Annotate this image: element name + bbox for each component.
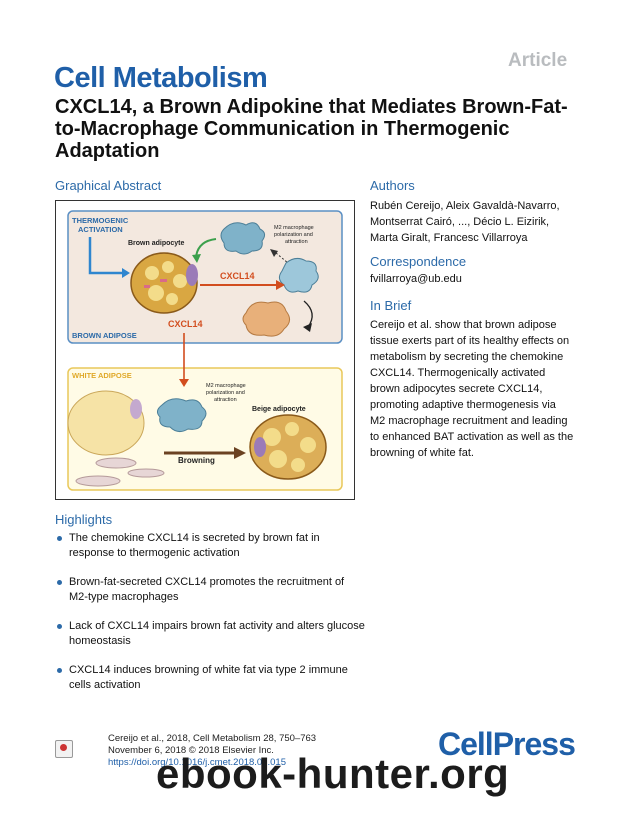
m2-bottom-label-3: attraction <box>214 397 237 403</box>
m2-top-label-1: M2 macrophage <box>274 225 314 231</box>
nucleus <box>186 264 198 286</box>
white-adipose-label: WHITE ADIPOSE <box>72 371 132 380</box>
authors-line: Marta Giralt, Francesc Villarroya <box>370 232 528 244</box>
in-brief-line: M2 macrophage recruitment and leading <box>370 415 568 427</box>
highlights-list: The chemokine CXCL14 is secreted by brow… <box>55 531 365 707</box>
highlight-item: Brown-fat-secreted CXCL14 promotes the r… <box>55 575 365 605</box>
brown-adipose-label: BROWN ADIPOSE <box>72 331 137 340</box>
bullet-icon <box>57 580 62 585</box>
mitochondrion <box>160 279 167 282</box>
in-brief-line: to enhanced BAT activation as well as th… <box>370 431 574 443</box>
lipid-droplet <box>162 261 174 273</box>
lipid-droplet <box>148 285 164 301</box>
lipid-droplet <box>145 266 159 280</box>
bullet-icon <box>57 668 62 673</box>
in-brief-heading: In Brief <box>370 298 412 313</box>
m2-bottom-label-2: polarization and <box>206 390 245 396</box>
cellpress-logo: CellPress <box>438 726 576 762</box>
journal-name: Cell Metabolism <box>54 62 268 94</box>
authors-line: Montserrat Cairó, ..., Décio L. Eizirik, <box>370 216 550 228</box>
activation-arrowhead <box>122 268 130 278</box>
in-brief-line: browning of white fat. <box>370 447 474 459</box>
watermark: ebook-hunter.org <box>156 750 510 797</box>
white-adipocyte-cell <box>67 390 145 456</box>
stromal-cell <box>75 475 121 487</box>
citation-block: Cereijo et al., 2018, Cell Metabolism 28… <box>108 733 316 769</box>
nucleus <box>130 399 142 419</box>
orange-cell <box>242 301 290 337</box>
correspondence-heading: Correspondence <box>370 254 467 269</box>
doi-link[interactable]: https://doi.org/10.1016/j.cmet.2018.07.0… <box>108 757 286 768</box>
highlight-text: Brown-fat-secreted CXCL14 promotes the r… <box>69 576 345 603</box>
browning-label: Browning <box>178 456 215 465</box>
authors-list: Rubén Cereijo, Aleix Gavaldà-Navarro, Mo… <box>370 198 590 246</box>
m2-top-label-3: attraction <box>285 239 308 245</box>
graphical-abstract: THERMOGENIC ACTIVATION Brown adipocyte M… <box>55 200 355 500</box>
graphical-abstract-figure: THERMOGENIC ACTIVATION Brown adipocyte M… <box>67 210 343 491</box>
brown-adipocyte-cell <box>130 252 198 314</box>
highlight-text: The chemokine CXCL14 is secreted by brow… <box>69 532 320 559</box>
authors-line: Rubén Cereijo, Aleix Gavaldà-Navarro, <box>370 200 560 212</box>
lipid-droplet <box>166 293 178 305</box>
highlights-heading: Highlights <box>55 512 113 527</box>
in-brief-line: metabolism by secreting the chemokine <box>370 351 564 363</box>
stromal-cell <box>127 468 165 478</box>
in-brief-line: tissue exerts part of its healthy effect… <box>370 335 570 347</box>
bullet-icon <box>57 536 62 541</box>
in-brief-line: promoting adaptive thermogenesis via <box>370 399 556 411</box>
highlight-item: CXCL14 induces browning of white fat via… <box>55 663 365 693</box>
m2-top-label-2: polarization and <box>274 232 313 238</box>
graphical-abstract-heading: Graphical Abstract <box>55 178 162 193</box>
authors-heading: Authors <box>370 178 415 193</box>
highlight-item: Lack of CXCL14 impairs brown fat activit… <box>55 619 365 649</box>
activation-arrow <box>88 237 122 275</box>
bullet-icon <box>57 624 62 629</box>
in-brief-line: CXCL14. Thermogenically activated <box>370 367 546 379</box>
article-title: CXCL14, a Brown Adipokine that Mediates … <box>55 96 568 162</box>
green-arrow <box>195 238 217 258</box>
m2-bottom-label-1: M2 macrophage <box>206 383 246 389</box>
highlight-item: The chemokine CXCL14 is secreted by brow… <box>55 531 365 561</box>
citation-line: Cereijo et al., 2018, Cell Metabolism 28… <box>108 733 317 744</box>
cxcl14-label-right: CXCL14 <box>220 271 255 281</box>
in-brief-text: Cereijo et al. show that brown adipose t… <box>370 317 600 461</box>
mitochondrion <box>144 285 150 288</box>
in-brief-line: brown adipocytes secrete CXCL14, <box>370 383 543 395</box>
crossmark-icon[interactable] <box>55 740 73 758</box>
correspondence-email[interactable]: fvillarroya@ub.edu <box>370 273 462 285</box>
in-brief-line: Cereijo et al. show that brown adipose <box>370 319 557 331</box>
m2-macrophage-cell <box>156 398 207 433</box>
brown-adipocyte-label: Brown adipocyte <box>128 240 185 247</box>
beige-adipocyte-label: Beige adipocyte <box>252 406 306 413</box>
activation-label: ACTIVATION <box>78 225 123 234</box>
highlight-text: CXCL14 induces browning of white fat via… <box>69 664 348 691</box>
cxcl14-label-down: CXCL14 <box>168 319 203 329</box>
article-type-label: Article <box>508 50 568 71</box>
highlight-text: Lack of CXCL14 impairs brown fat activit… <box>69 620 365 647</box>
citation-date: November 6, 2018 © 2018 Elsevier Inc. <box>108 745 274 756</box>
thermogenic-label: THERMOGENIC <box>72 216 129 225</box>
m2-macrophage-cell <box>220 222 266 255</box>
stromal-cell <box>95 457 137 469</box>
lipid-droplet <box>173 274 187 288</box>
